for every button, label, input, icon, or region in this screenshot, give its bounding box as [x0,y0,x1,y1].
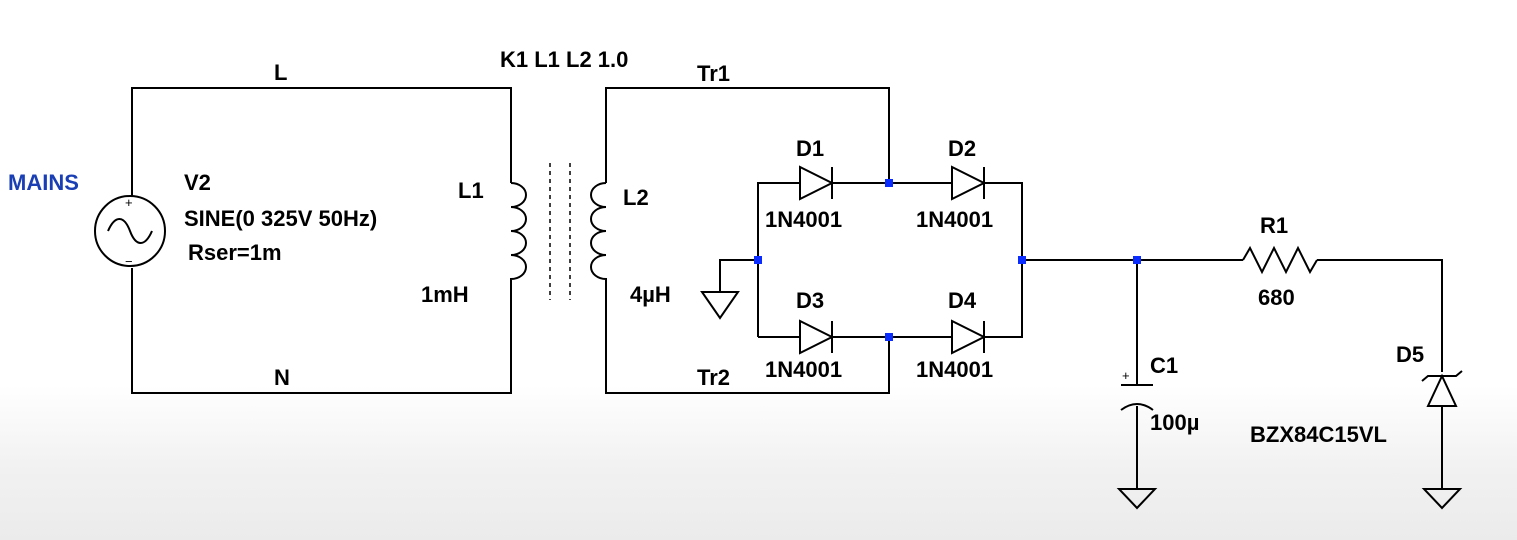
diode-d4[interactable] [951,319,987,355]
d4-name: D4 [948,288,977,313]
d4-value: 1N4001 [916,357,993,382]
d1-value: 1N4001 [765,207,842,232]
secondary-wires [605,87,1443,489]
v2-rser: Rser=1m [188,240,282,265]
ground-icon [1116,488,1158,510]
r1-name: R1 [1260,213,1288,238]
d5-name: D5 [1396,342,1424,367]
ground-icon [1421,488,1463,510]
diode-d2[interactable] [951,165,987,201]
c1-plus-sign: + [1122,368,1130,383]
junctions [754,179,1141,341]
zener-diode-d5[interactable] [1421,370,1463,407]
l1-name: L1 [458,178,484,203]
junction-dot [885,179,893,187]
junction-dot [885,333,893,341]
inductor-l1[interactable] [510,182,527,283]
primary-wires [131,87,512,394]
d2-name: D2 [948,136,976,161]
d3-name: D3 [796,288,824,313]
v2-minus-sign: − [125,254,133,269]
v2-value: SINE(0 325V 50Hz) [184,206,377,231]
net-label-tr2: Tr2 [697,365,730,390]
capacitor-c1[interactable]: + [1120,368,1154,411]
junction-dot [1018,256,1026,264]
net-label-l: L [274,60,287,85]
d1-name: D1 [796,136,824,161]
ground-icon [700,291,740,320]
v2-name: V2 [184,170,211,195]
d2-value: 1N4001 [916,207,993,232]
diode-d3[interactable] [799,319,835,355]
junction-dot [754,256,762,264]
inductor-l2[interactable] [590,182,607,283]
resistor-r1[interactable] [1242,245,1318,275]
junction-dot [1133,256,1141,264]
d5-value: BZX84C15VL [1250,422,1387,447]
l2-name: L2 [623,185,649,210]
d3-value: 1N4001 [765,357,842,382]
transformer-core [549,163,571,300]
c1-name: C1 [1150,353,1178,378]
l1-value: 1mH [421,282,469,307]
r1-value: 680 [1258,285,1295,310]
coupling-directive: K1 L1 L2 1.0 [500,47,628,72]
net-label-mains: MAINS [8,170,79,195]
net-label-n: N [274,365,290,390]
c1-value: 100µ [1150,410,1199,435]
l2-value: 4µH [630,282,671,307]
net-label-tr1: Tr1 [697,61,730,86]
diode-d1[interactable] [799,165,835,201]
voltage-source-v2[interactable]: + − [94,195,166,269]
v2-plus-sign: + [125,195,133,210]
